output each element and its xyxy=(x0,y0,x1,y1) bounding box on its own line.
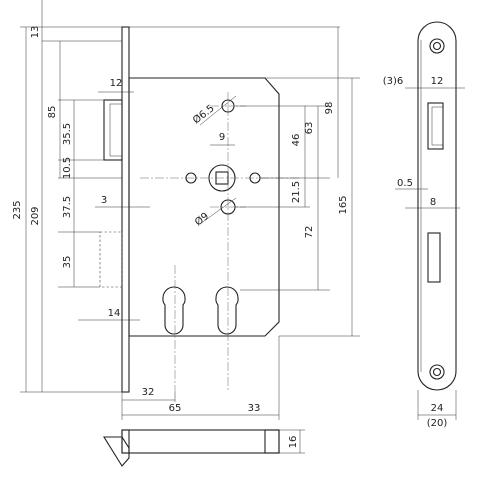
dim-13: 13 xyxy=(30,26,41,39)
dim-21-5: 21.5 xyxy=(291,181,302,203)
dim-10-5: 10.5 xyxy=(62,157,73,179)
front-view: 98 63 46 21.5 72 165 Ø6.5 9 Ø9 13 235 20… xyxy=(12,0,360,420)
bottom-latch xyxy=(103,436,130,467)
bottom-body xyxy=(121,429,280,454)
dim-63: 63 xyxy=(304,122,315,135)
side-view: (3)6 12 0.5 8 24 (20) xyxy=(383,21,465,429)
dim-20: (20) xyxy=(427,418,448,429)
lower-bolt xyxy=(99,231,123,288)
dim-98: 98 xyxy=(324,102,335,115)
side-faceplate xyxy=(417,21,457,391)
dim-14: 14 xyxy=(108,308,121,319)
dim-0-5: 0.5 xyxy=(397,178,413,189)
dim-3: 3 xyxy=(101,195,107,206)
dim-24: 24 xyxy=(431,403,444,414)
upper-bolt-inner xyxy=(109,103,123,157)
dim-35: 35 xyxy=(62,256,73,269)
dim-12-side: 12 xyxy=(431,76,444,87)
dim-16: 16 xyxy=(288,436,299,449)
dim-65: 65 xyxy=(169,403,182,414)
dim-85: 85 xyxy=(47,106,58,119)
faceplate xyxy=(121,26,130,393)
dim-3-6: (3)6 xyxy=(383,76,404,87)
cylinder-cutout-right xyxy=(215,286,239,335)
dim-12-front: 12 xyxy=(110,78,123,89)
dim-33: 33 xyxy=(248,403,261,414)
side-screw-bottom xyxy=(429,364,445,380)
bottom-faceplate xyxy=(121,429,130,454)
cylinder-cutout-left xyxy=(162,286,186,335)
dim-209: 209 xyxy=(30,206,41,225)
side-latch xyxy=(427,102,444,150)
side-bolt xyxy=(427,232,441,283)
side-screw-top xyxy=(429,38,445,54)
dim-9: 9 xyxy=(219,132,225,143)
dim-165: 165 xyxy=(338,195,349,214)
dim-35-5: 35.5 xyxy=(62,123,73,145)
dim-37-5: 37.5 xyxy=(62,196,73,218)
dim-72: 72 xyxy=(304,226,315,239)
dim-dia-9: Ø9 xyxy=(192,210,211,228)
dim-32: 32 xyxy=(142,387,155,398)
upper-bolt xyxy=(103,99,123,161)
dim-235: 235 xyxy=(12,200,23,219)
dim-46: 46 xyxy=(291,134,302,147)
bottom-view: 16 xyxy=(103,429,305,467)
dim-8: 8 xyxy=(430,197,436,208)
